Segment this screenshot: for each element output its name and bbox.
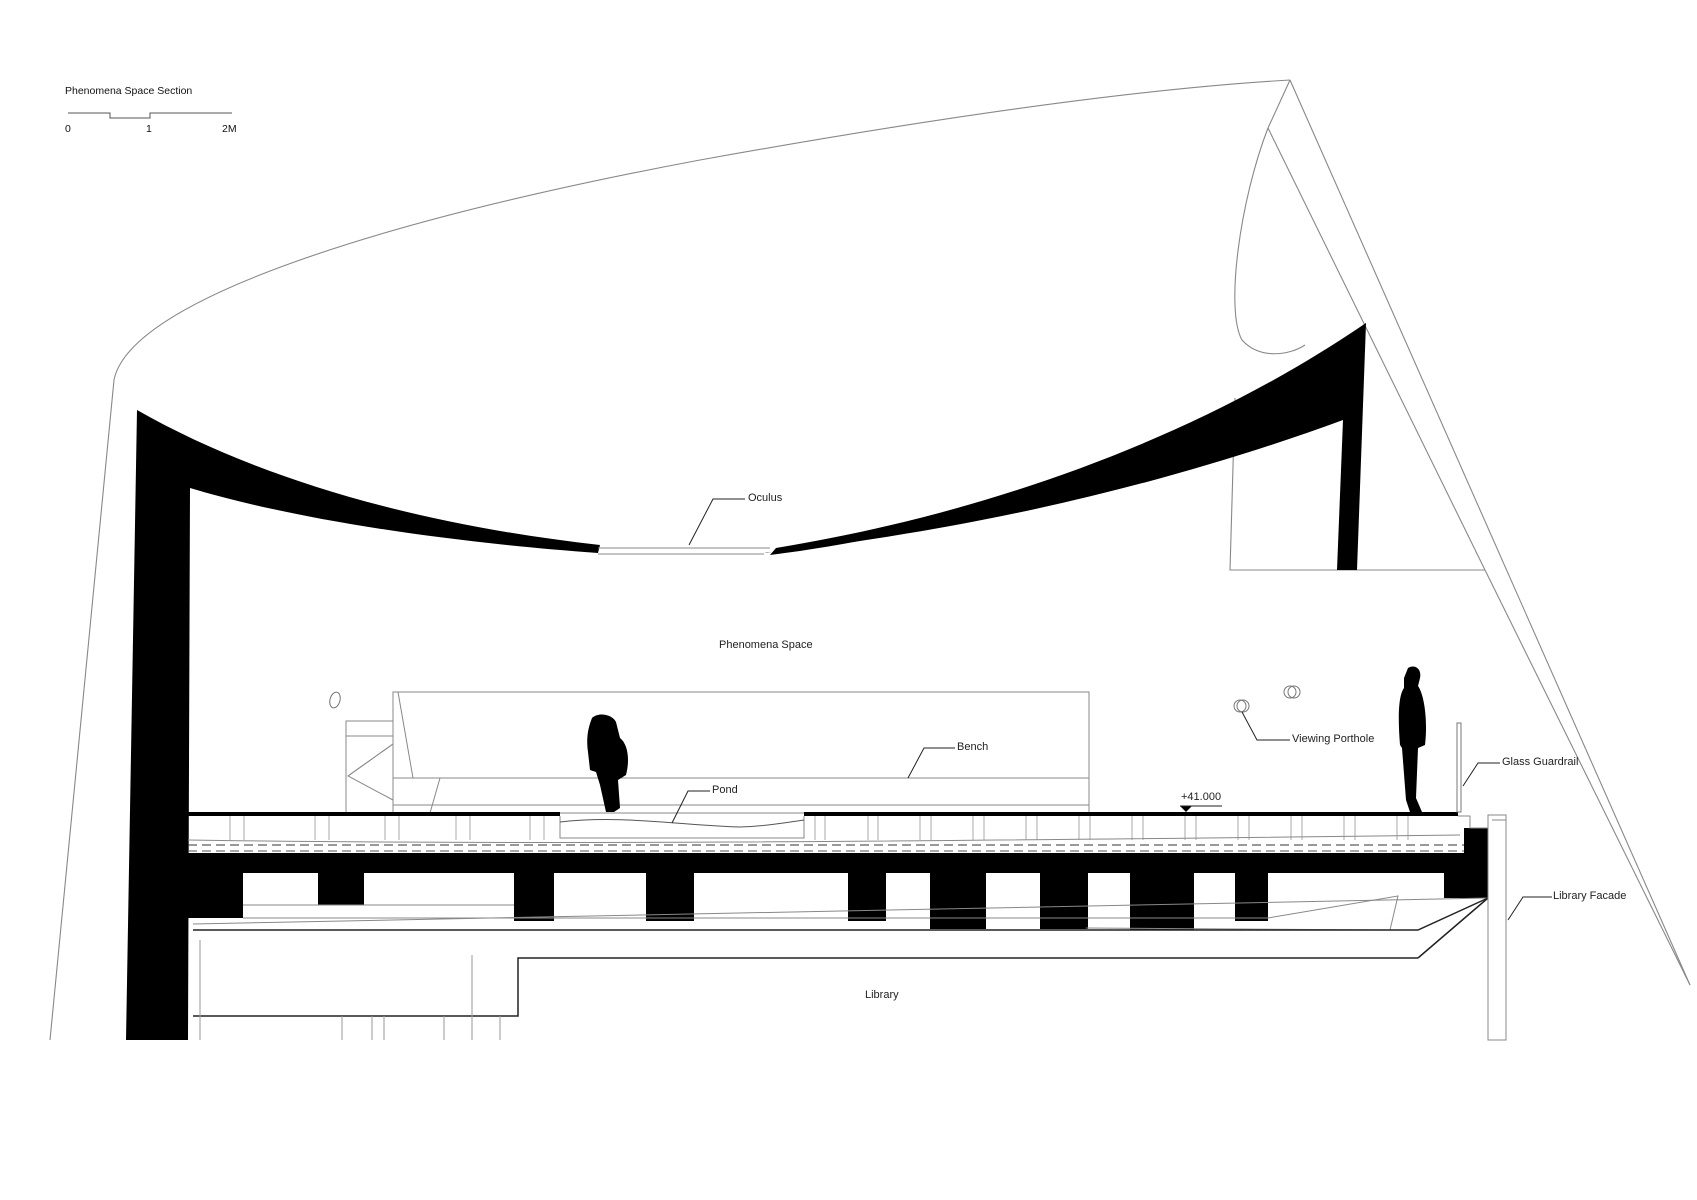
library-facade bbox=[1487, 814, 1507, 1041]
library-label: Library bbox=[865, 989, 899, 1001]
floor-slab bbox=[187, 812, 1489, 1040]
oculus-label: Oculus bbox=[748, 492, 783, 504]
scale-label-0: 0 bbox=[65, 123, 71, 135]
person-standing-silhouette bbox=[1398, 666, 1427, 812]
scale-label-1: 1 bbox=[146, 123, 152, 135]
level-label: +41.000 bbox=[1181, 791, 1222, 803]
scale-bar bbox=[68, 112, 232, 119]
roof-structure bbox=[126, 323, 1366, 1040]
library-facade-label: Library Facade bbox=[1553, 890, 1627, 902]
phenomena-space-label: Phenomena Space bbox=[719, 639, 813, 651]
viewing-porthole-label: Viewing Porthole bbox=[1292, 733, 1375, 745]
glass-guardrail-label: Glass Guardrail bbox=[1502, 756, 1579, 768]
portholes bbox=[329, 685, 1301, 713]
scale-label-2m: 2M bbox=[222, 123, 237, 135]
leader-lines bbox=[671, 498, 1552, 921]
bench-label: Bench bbox=[957, 741, 989, 753]
person-crouching-silhouette bbox=[587, 714, 628, 812]
glass-guardrail bbox=[1456, 722, 1462, 813]
bench bbox=[345, 691, 1090, 814]
pond-label: Pond bbox=[712, 784, 738, 796]
oculus-opening bbox=[598, 547, 770, 555]
level-marker bbox=[1180, 805, 1222, 812]
drawing-title: Phenomena Space Section bbox=[65, 85, 193, 97]
